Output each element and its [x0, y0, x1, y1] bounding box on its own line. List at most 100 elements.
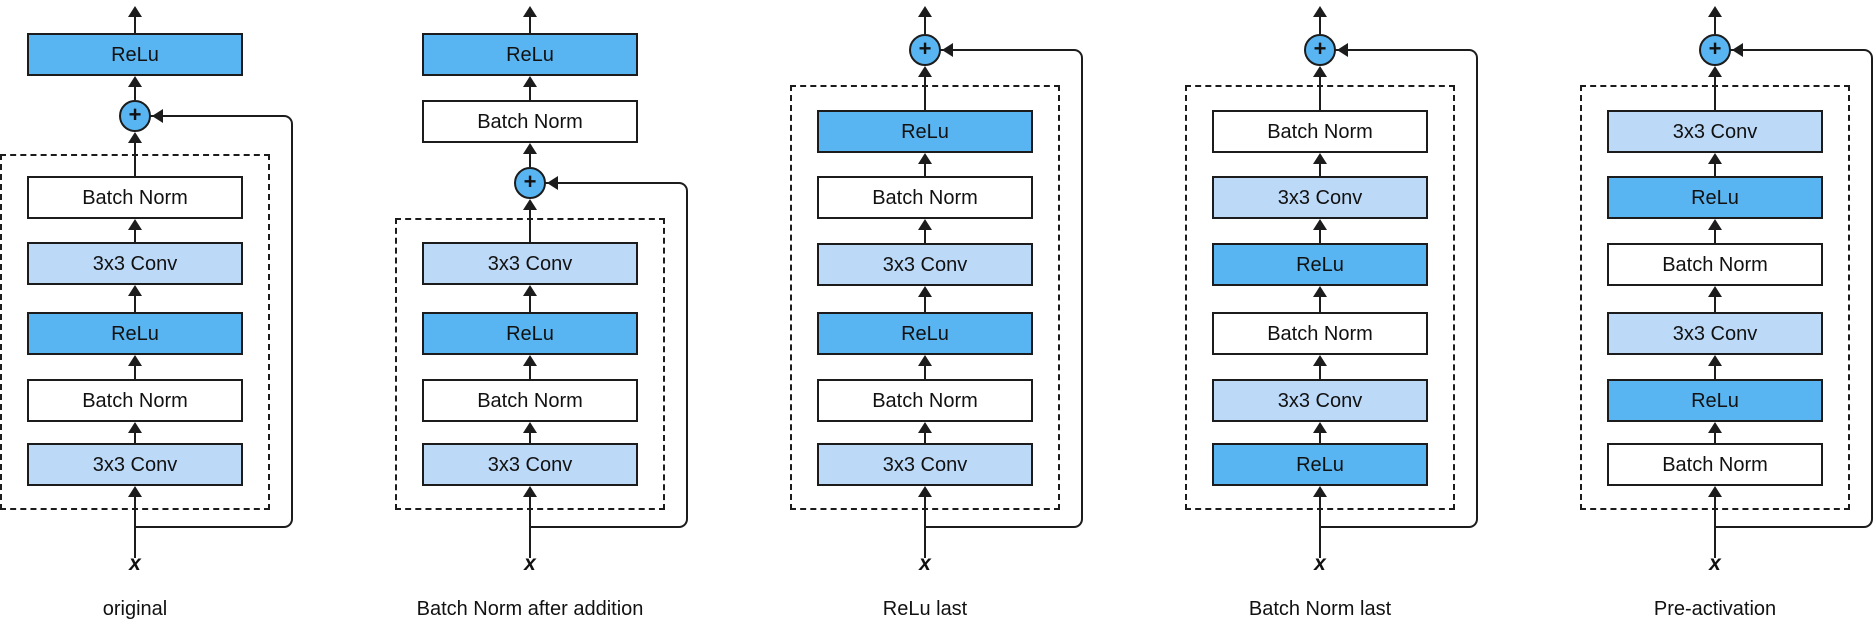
input-label: x [1314, 552, 1326, 575]
diagram-batch-norm-last: + Batch Norm 3x3 Conv ReLu Batch Norm 3x… [1185, 0, 1478, 629]
skip-arrowhead [547, 176, 558, 190]
input-label: x [1709, 552, 1721, 575]
add-junction: + [119, 100, 151, 132]
flow-arrow-up [128, 285, 142, 312]
flow-arrow-up [1708, 286, 1722, 312]
block-batch-norm: Batch Norm [1607, 243, 1823, 286]
flow-arrow-up [523, 285, 537, 312]
block-batch-norm: Batch Norm [1212, 110, 1428, 153]
block-batch-norm: Batch Norm [422, 100, 638, 143]
skip-connection [1715, 49, 1873, 528]
block-3x3-conv: 3x3 Conv [27, 443, 243, 486]
block-3x3-conv: 3x3 Conv [422, 242, 638, 285]
block-3x3-conv: 3x3 Conv [27, 242, 243, 285]
flow-arrow-up [1313, 422, 1327, 443]
block-relu: ReLu [817, 110, 1033, 153]
output-arrow [918, 6, 932, 34]
block-3x3-conv: 3x3 Conv [817, 243, 1033, 286]
plus-icon: + [918, 36, 932, 61]
flow-arrow-up [1708, 153, 1722, 176]
output-arrow [1313, 6, 1327, 34]
flow-arrow-up [1313, 66, 1327, 110]
add-junction: + [514, 167, 546, 199]
flow-arrow-up [523, 355, 537, 379]
block-3x3-conv: 3x3 Conv [1212, 176, 1428, 219]
flow-arrow-up [1313, 153, 1327, 176]
diagram-caption: ReLu last [882, 598, 968, 620]
flow-arrow-up [1313, 219, 1327, 243]
flow-arrow-up [918, 286, 932, 312]
input-label: x [129, 552, 141, 575]
block-3x3-conv: 3x3 Conv [817, 443, 1033, 486]
block-batch-norm: Batch Norm [1607, 443, 1823, 486]
block-batch-norm: Batch Norm [27, 379, 243, 422]
block-relu: ReLu [1212, 443, 1428, 486]
input-arrow [128, 486, 142, 558]
flow-arrow-up [128, 219, 142, 242]
block-relu: ReLu [1607, 379, 1823, 422]
flow-arrow-up [1708, 355, 1722, 379]
flow-arrow-up [523, 76, 537, 100]
flow-arrow-up [918, 66, 932, 110]
plus-icon: + [523, 169, 537, 194]
diagram-relu-last: + ReLu Batch Norm 3x3 Conv ReLu Batch No… [790, 0, 1083, 629]
input-arrow [1708, 486, 1722, 558]
skip-connection [1320, 49, 1478, 528]
skip-arrowhead [152, 109, 163, 123]
block-relu: ReLu [422, 312, 638, 355]
block-batch-norm: Batch Norm [1212, 312, 1428, 355]
skip-arrowhead [942, 43, 953, 57]
block-relu: ReLu [422, 33, 638, 76]
add-junction: + [1304, 34, 1336, 66]
output-arrow [523, 6, 537, 33]
input-arrow [1313, 486, 1327, 558]
diagram-caption: Batch Norm after addition [416, 598, 644, 620]
add-junction: + [909, 34, 941, 66]
diagram-caption: original [102, 598, 168, 620]
flow-arrow-up [1313, 355, 1327, 379]
block-3x3-conv: 3x3 Conv [422, 443, 638, 486]
flow-arrow-up [523, 199, 537, 242]
flow-arrow-up [128, 422, 142, 443]
flow-arrow-up [1313, 286, 1327, 312]
block-relu: ReLu [817, 312, 1033, 355]
block-batch-norm: Batch Norm [27, 176, 243, 219]
input-label: x [524, 552, 536, 575]
skip-connection [530, 182, 688, 528]
block-3x3-conv: 3x3 Conv [1607, 312, 1823, 355]
block-batch-norm: Batch Norm [817, 379, 1033, 422]
plus-icon: + [128, 102, 142, 127]
block-relu: ReLu [27, 312, 243, 355]
diagram-caption: Batch Norm last [1248, 598, 1392, 620]
flow-arrow-up [918, 355, 932, 379]
flow-arrow-up [1708, 422, 1722, 443]
block-3x3-conv: 3x3 Conv [1212, 379, 1428, 422]
block-3x3-conv: 3x3 Conv [1607, 110, 1823, 153]
output-arrow [1708, 6, 1722, 34]
diagram-pre-activation: + 3x3 Conv ReLu Batch Norm 3x3 Conv ReLu… [1580, 0, 1873, 629]
skip-arrowhead [1337, 43, 1348, 57]
input-label: x [919, 552, 931, 575]
flow-arrow-up [1708, 66, 1722, 110]
input-arrow [523, 486, 537, 558]
flow-arrow-up [918, 422, 932, 443]
flow-arrow-up [128, 76, 142, 100]
block-relu: ReLu [27, 33, 243, 76]
diagram-original: ReLu + Batch Norm 3x3 Conv ReLu Batch No… [0, 0, 293, 629]
flow-arrow-up [918, 219, 932, 243]
plus-icon: + [1708, 36, 1722, 61]
skip-connection [135, 115, 293, 528]
flow-arrow-up [523, 143, 537, 167]
block-batch-norm: Batch Norm [422, 379, 638, 422]
skip-arrowhead [1732, 43, 1743, 57]
block-relu: ReLu [1212, 243, 1428, 286]
flow-arrow-up [918, 153, 932, 176]
flow-arrow-up [523, 422, 537, 443]
add-junction: + [1699, 34, 1731, 66]
skip-connection [925, 49, 1083, 528]
input-arrow [918, 486, 932, 558]
plus-icon: + [1313, 36, 1327, 61]
output-arrow [128, 6, 142, 33]
flow-arrow-up [128, 132, 142, 176]
